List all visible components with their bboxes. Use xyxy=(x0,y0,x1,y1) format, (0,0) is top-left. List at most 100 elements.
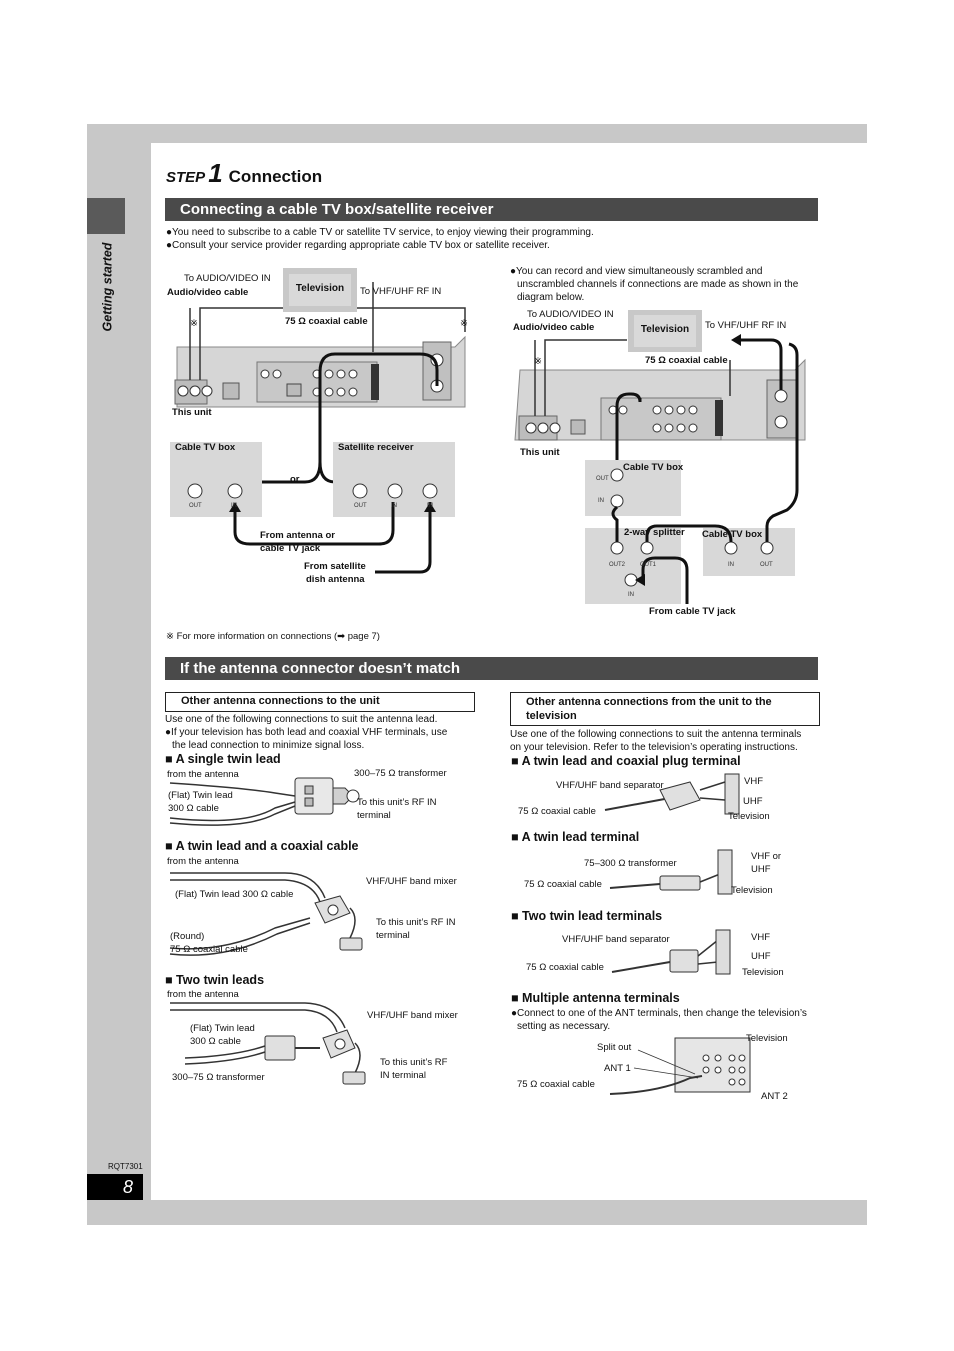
right-splitter-out2: OUT2 xyxy=(609,562,626,568)
single-twin-lead-drawing xyxy=(169,777,360,826)
rd-tv: Television xyxy=(746,1033,788,1044)
rc-separator: VHF/UHF band separator xyxy=(562,934,670,945)
right-intro-2: on your television. Refer to the televis… xyxy=(510,742,798,753)
heading-two-twin-lead-terminals: ■ Two twin lead terminals xyxy=(511,909,663,923)
step-title: Connection xyxy=(228,167,323,186)
left-from-sat-1: From satellite xyxy=(304,561,366,572)
c-transformer: 300–75 Ω transformer xyxy=(172,1072,265,1083)
left-diagram-drawing xyxy=(170,282,466,574)
ra-separator: VHF/UHF band separator xyxy=(556,780,664,791)
right-cable-box-in: IN xyxy=(598,498,604,504)
right-cable-box-2-label: Cable TV box xyxy=(702,529,763,540)
right-av-cable: Audio/video cable xyxy=(513,322,595,333)
c-twin-2: 300 Ω cable xyxy=(190,1036,241,1047)
ra-uhf: UHF xyxy=(743,796,763,807)
rd-bullet-2: setting as necessary. xyxy=(517,1021,611,1032)
right-bullet-line-1: ●You can record and view simultaneously … xyxy=(510,266,763,277)
left-from-antenna-1: From antenna or xyxy=(260,530,335,541)
b-to-rf-2: terminal xyxy=(376,930,410,941)
twin-lead-terminal-drawing xyxy=(609,849,733,895)
right-subsection-box: Other antenna connections from the unit … xyxy=(510,692,820,726)
b-from-antenna: from the antenna xyxy=(167,856,239,867)
bullet-consult: ●Consult your service provider regarding… xyxy=(166,240,550,251)
right-bullet-line-3: diagram below. xyxy=(517,292,585,303)
right-cable-box-label: Cable TV box xyxy=(623,462,684,473)
ra-coax: 75 Ω coaxial cable xyxy=(518,806,596,817)
left-cable-in: IN xyxy=(231,503,237,509)
a-to-rf-1: To this unit’s RF IN xyxy=(357,797,437,808)
left-satellite-label: Satellite receiver xyxy=(338,442,414,453)
heading-multiple-antenna: ■ Multiple antenna terminals xyxy=(511,991,680,1005)
left-subsection-box: Other antenna connections to the unit xyxy=(165,692,475,712)
b-twin: (Flat) Twin lead 300 Ω cable xyxy=(175,889,294,900)
left-this-unit: This unit xyxy=(172,407,212,418)
c-to-rf-2: IN terminal xyxy=(380,1070,426,1081)
left-to-vhf: To VHF/UHF RF IN xyxy=(360,286,442,297)
a-to-rf-2: terminal xyxy=(357,810,391,821)
rb-uhf: UHF xyxy=(751,864,771,875)
right-splitter-label: 2-way splitter xyxy=(624,527,685,538)
c-mixer: VHF/UHF band mixer xyxy=(367,1010,458,1021)
right-to-vhf: To VHF/UHF RF IN xyxy=(705,320,787,331)
left-bullet-1: ●If your television has both lead and co… xyxy=(165,727,448,738)
rd-ant2: ANT 2 xyxy=(761,1091,788,1102)
rd-split-out: Split out xyxy=(597,1042,632,1053)
page-frame-left xyxy=(87,124,151,1224)
c-from-antenna: from the antenna xyxy=(167,989,239,1000)
twin-coax-plug-drawing xyxy=(604,773,740,815)
rc-vhf: VHF xyxy=(751,932,770,943)
left-television: Television xyxy=(283,268,357,312)
right-intro-1: Use one of the following connections to … xyxy=(510,729,802,740)
right-bullet-line-2: unscrambled channels if connections are … xyxy=(517,279,799,290)
right-splitter-in: IN xyxy=(628,592,634,598)
b-mixer: VHF/UHF band mixer xyxy=(366,876,457,887)
step-number: 1 xyxy=(208,158,223,188)
right-coax-label: 75 Ω coaxial cable xyxy=(645,355,728,366)
multiple-antenna-drawing xyxy=(609,1037,751,1095)
heading-two-twin-leads: ■ Two twin leads xyxy=(165,973,265,987)
left-or: or xyxy=(290,474,300,485)
a-twin-2: 300 Ω cable xyxy=(168,803,219,814)
c-to-rf-1: To this unit’s RF xyxy=(380,1057,448,1068)
two-twin-lead-terminals-drawing xyxy=(611,929,731,975)
right-box2-in: IN xyxy=(728,562,734,568)
ra-vhf: VHF xyxy=(744,776,763,787)
left-sat-in-2: IN xyxy=(427,503,433,509)
right-cable-box-out: OUT xyxy=(596,476,609,482)
rd-bullet-1: ●Connect to one of the ANT terminals, th… xyxy=(511,1008,807,1019)
footnote: ※ For more information on connections (➡… xyxy=(166,631,380,642)
b-round-2: 75 Ω coaxial cable xyxy=(170,944,248,955)
rd-coax: 75 Ω coaxial cable xyxy=(517,1079,595,1090)
left-asterisk-2: ※ xyxy=(460,318,468,329)
left-av-cable: Audio/video cable xyxy=(167,287,249,298)
ra-tv: Television xyxy=(728,811,770,822)
right-television: Television xyxy=(628,310,702,352)
left-intro: Use one of the following connections to … xyxy=(165,714,438,725)
rb-vhf-or: VHF or xyxy=(751,851,782,862)
b-to-rf-1: To this unit’s RF IN xyxy=(376,917,456,928)
rc-uhf: UHF xyxy=(751,951,771,962)
left-bullet-2: the lead connection to minimize signal l… xyxy=(172,740,365,751)
left-sat-out: OUT xyxy=(354,503,367,509)
left-from-sat-2: dish antenna xyxy=(306,574,365,585)
left-sat-in-1: IN xyxy=(391,503,397,509)
left-cable-out: OUT xyxy=(189,503,202,509)
page-number: 8 xyxy=(87,1174,143,1200)
rd-ant1: ANT 1 xyxy=(604,1063,631,1074)
a-from-antenna: from the antenna xyxy=(167,769,239,780)
left-from-antenna-2: cable TV jack xyxy=(260,543,321,554)
section-heading-antenna: If the antenna connector doesn’t match xyxy=(165,657,818,680)
a-transformer: 300–75 Ω transformer xyxy=(354,768,447,779)
section-tab-marker xyxy=(87,198,125,234)
right-diagram-drawing xyxy=(514,334,806,604)
rb-tv: Television xyxy=(731,885,773,896)
right-box2-out: OUT xyxy=(760,562,773,568)
right-from-jack: From cable TV jack xyxy=(649,606,736,617)
rc-coax: 75 Ω coaxial cable xyxy=(526,962,604,973)
doc-code: RQT7301 xyxy=(108,1162,143,1171)
rb-coax: 75 Ω coaxial cable xyxy=(524,879,602,890)
left-cable-box-label: Cable TV box xyxy=(175,442,236,453)
section-heading-cable-box: Connecting a cable TV box/satellite rece… xyxy=(165,198,818,221)
left-coax-label: 75 Ω coaxial cable xyxy=(285,316,368,327)
